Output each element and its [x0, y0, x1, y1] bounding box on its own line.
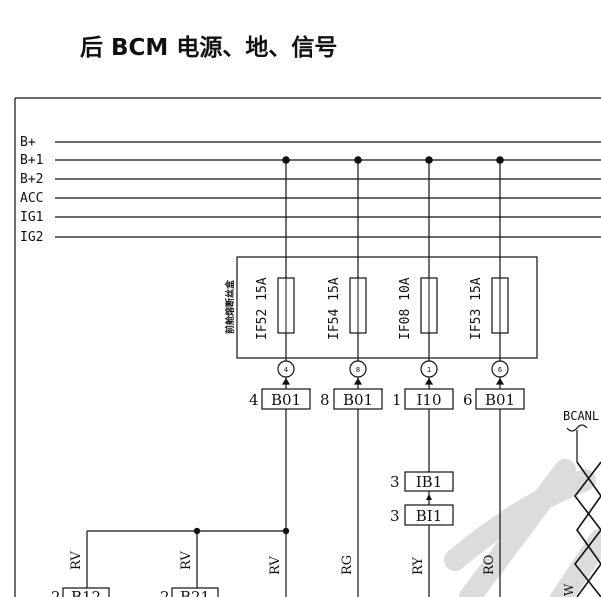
rail-acc: ACC: [20, 191, 601, 206]
inline-connector-bi1: 3 BI1: [390, 504, 454, 526]
connector-pin: 8: [320, 391, 330, 409]
wire-label: RG: [340, 555, 355, 575]
connector-pin: 4: [249, 391, 259, 409]
rail-label: IG2: [20, 230, 43, 245]
connector-b01-pin8: 8 B01: [320, 388, 383, 410]
page-title: 后 BCM 电源、地、信号: [80, 35, 338, 61]
wire-color-labels: RV RV RV RG RY RO: [69, 551, 497, 575]
connector-pin: 6: [463, 391, 473, 409]
connector-b01-pin6: 6 B01: [463, 388, 525, 410]
connector-pin: 3: [390, 507, 400, 525]
fuse-if54: IF54 15A: [327, 277, 367, 340]
pin-circles: 4 8 1 6: [277, 360, 509, 378]
pin-number: 4: [284, 366, 288, 374]
rail-b-plus-1: B+1: [20, 153, 601, 168]
fuse-feed-wires: [285, 160, 501, 278]
inline-arrow: [426, 494, 432, 500]
wire-label: RY: [411, 557, 426, 575]
connector-label: B01: [343, 391, 373, 409]
can-bus: BCANL W: [562, 409, 601, 597]
pin-number: 8: [356, 366, 360, 374]
left-branch-wires: [86, 530, 286, 597]
connector-label: B12: [71, 588, 101, 597]
connector-label: BI1: [416, 507, 443, 525]
fuse-label: IF08 10A: [398, 277, 413, 340]
rail-label: B+: [20, 135, 36, 150]
connector-label: IB1: [416, 473, 443, 491]
watermark: [444, 459, 601, 597]
fuse-label: IF54 15A: [327, 277, 342, 340]
left-branch-junctions: [193, 527, 290, 535]
rail-b-plus: B+: [20, 135, 601, 150]
rail-b-plus-2: B+2: [20, 172, 601, 187]
wire-label: RO: [482, 555, 497, 575]
fuse-label: IF52 15A: [255, 277, 270, 340]
pin-number: 6: [498, 366, 502, 374]
rail-label: B+1: [20, 153, 43, 168]
connector-pin: 2: [51, 588, 61, 597]
connector-pin: 1: [392, 391, 402, 409]
inline-connector-ib1: 3 IB1: [390, 471, 454, 492]
diagram-frame: [14, 97, 601, 597]
fuse-output-wires: [285, 333, 501, 361]
connector-label: I10: [416, 391, 441, 409]
rail-label: ACC: [20, 191, 43, 206]
connector-arrows: [281, 377, 505, 389]
wire-label: W: [562, 583, 576, 596]
fuse-if08: IF08 10A: [398, 277, 438, 340]
rail-ig1: IG1: [20, 210, 601, 225]
wire-label: RV: [268, 556, 283, 575]
connector-i10-pin1: 1 I10: [392, 388, 454, 410]
fuse-label: IF53 15A: [469, 277, 484, 340]
can-bus-label: BCANL: [563, 409, 599, 423]
connector-label: B01: [271, 391, 301, 409]
fuse-if52: IF52 15A: [255, 277, 295, 340]
downstream-wires: [285, 409, 501, 597]
wire-label: RV: [69, 551, 84, 570]
rail-label: B+2: [20, 172, 43, 187]
fuse-box-label: 前舱熔断丝盒: [224, 279, 236, 334]
connector-pin: 3: [390, 473, 400, 491]
fuse-box: 前舱熔断丝盒: [224, 256, 538, 359]
connector-label: B01: [485, 391, 515, 409]
rail-label: IG1: [20, 210, 43, 225]
connector-label: B21: [180, 588, 210, 597]
pin-number: 1: [427, 366, 431, 374]
fuse-if53: IF53 15A: [469, 277, 509, 340]
power-rails: B+ B+1 B+2 ACC IG1 IG2: [20, 135, 601, 245]
connector-b01-pin4: 4 B01: [249, 388, 311, 410]
rail-ig2: IG2: [20, 230, 601, 245]
wire-label: RV: [179, 551, 194, 570]
connector-pin: 2: [160, 588, 170, 597]
left-branch-connectors: 2 B12 2 B21: [51, 587, 219, 597]
